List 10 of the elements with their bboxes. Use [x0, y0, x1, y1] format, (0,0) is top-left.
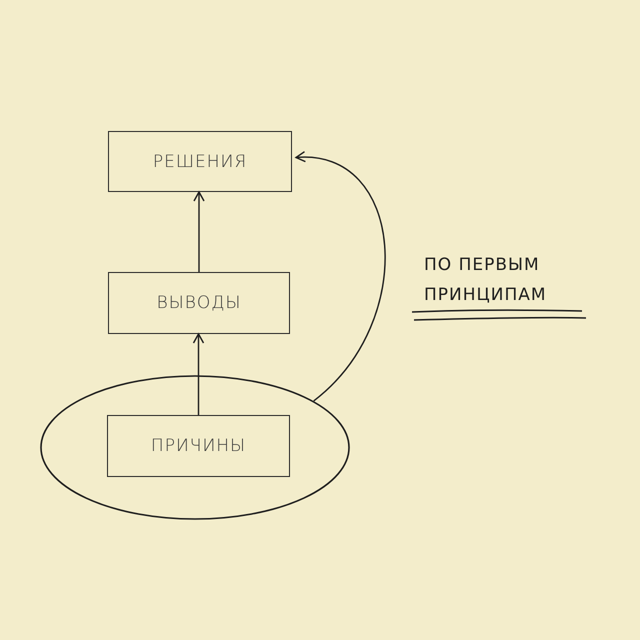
- box-label: ВЫВОДЫ: [156, 293, 242, 313]
- process-box: [108, 131, 292, 192]
- annotation-text: ПО ПЕРВЫМ ПРИНЦИПАМ: [424, 254, 548, 307]
- arrow: [192, 333, 204, 415]
- arrow: [295, 152, 386, 402]
- process-box: [107, 415, 290, 477]
- box-label: РЕШЕНИЯ: [152, 152, 248, 172]
- arrow: [193, 191, 205, 272]
- process-box: [108, 272, 290, 334]
- box-label: ПРИЧИНЫ: [150, 436, 246, 456]
